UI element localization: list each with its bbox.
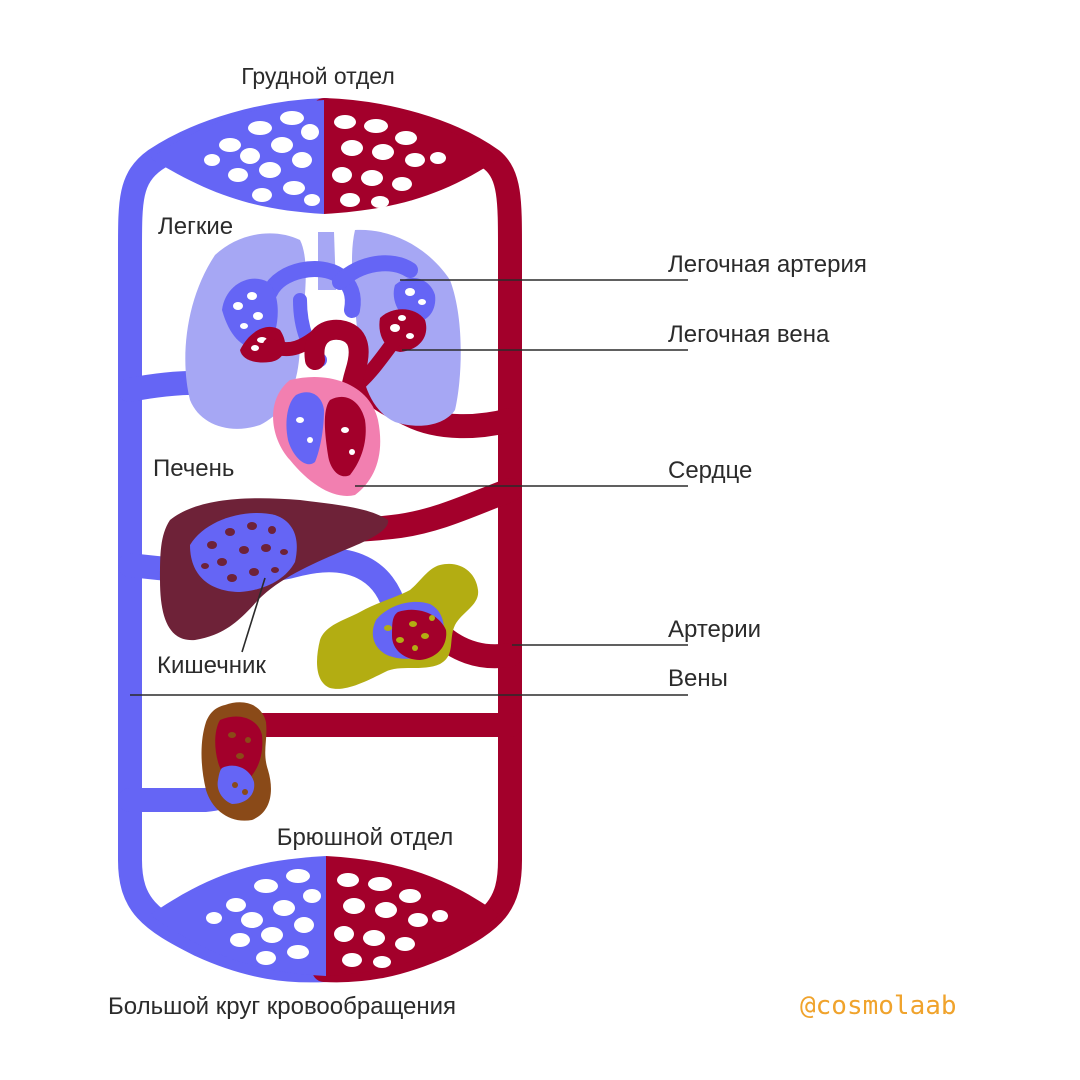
lungs-illustration	[185, 229, 461, 429]
label-arteries: Артерии	[668, 616, 761, 643]
credit-handle: @cosmolaab	[800, 991, 957, 1021]
intestine-illustration	[317, 563, 479, 689]
label-pulmonary-artery: Легочная артерия	[668, 251, 867, 278]
abdominal-capillary-bed	[150, 856, 500, 976]
label-veins: Вены	[668, 665, 728, 692]
label-pulmonary-vein: Легочная вена	[668, 321, 830, 348]
thoracic-capillary-bed	[150, 100, 500, 214]
label-lungs: Легкие	[158, 213, 233, 240]
label-liver: Печень	[153, 455, 234, 482]
pointer-lines	[130, 279, 688, 696]
diagram-title: Большой круг кровообращения	[108, 993, 456, 1020]
label-thoracic: Грудной отдел	[241, 63, 395, 89]
label-intestine: Кишечник	[157, 652, 266, 679]
liver-illustration	[160, 498, 389, 641]
label-abdominal: Брюшной отдел	[277, 824, 454, 851]
label-heart: Сердце	[668, 457, 752, 484]
heart-illustration	[273, 376, 381, 496]
kidney-illustration	[201, 702, 271, 821]
